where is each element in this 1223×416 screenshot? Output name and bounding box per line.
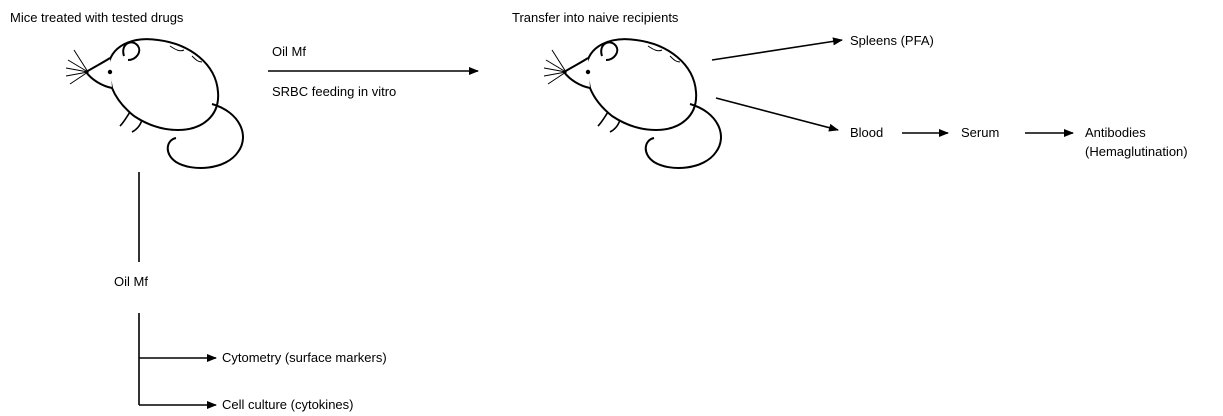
blood-label: Blood — [850, 125, 884, 140]
donor-mouse-icon — [65, 38, 244, 169]
cell-culture-label: Cell culture (cytokines) — [222, 397, 354, 412]
transfer-bottom-label: SRBC feeding in vitro — [272, 84, 397, 99]
spleens-label: Spleens (PFA) — [850, 33, 934, 48]
branch-oil-label: Oil Mf — [114, 274, 148, 289]
transfer-top-label: Oil Mf — [272, 44, 306, 59]
cytometry-label: Cytometry (surface markers) — [222, 350, 387, 365]
donor-title: Mice treated with tested drugs — [10, 10, 184, 25]
spleens-arrow — [711, 37, 843, 61]
serum-label: Serum — [961, 125, 1000, 140]
recipient-title: Transfer into naive recipients — [512, 10, 679, 25]
hemaglutination-label: (Hemaglutination) — [1085, 144, 1188, 159]
blood-arrow — [715, 97, 839, 132]
antibodies-label: Antibodies — [1085, 125, 1146, 140]
recipient-mouse-icon — [543, 38, 722, 169]
